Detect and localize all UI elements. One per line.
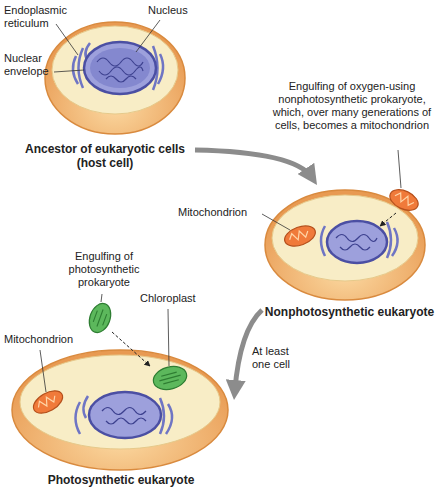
- photosynthetic-cell: [12, 350, 228, 470]
- leader-line: [136, 20, 160, 52]
- prokaryote-body: [387, 186, 422, 215]
- leader-line: [101, 294, 102, 302]
- engulfing-arrow: [380, 213, 396, 226]
- cell-node: Photosynthetic eukaryote: [8, 345, 234, 491]
- chromatin: [97, 58, 143, 82]
- cell-node: Nonphotosynthetic eukaryote: [262, 185, 437, 323]
- nucleus: [84, 42, 156, 94]
- leader-line: [398, 150, 401, 188]
- nucleus: [327, 221, 387, 263]
- leader-line: [54, 70, 84, 72]
- part-label: Nuclear envelope: [4, 52, 56, 78]
- leader-line: [56, 24, 78, 55]
- part-label: Engulfing of photosynthetic prokaryote: [48, 250, 160, 289]
- leader-line: [40, 350, 46, 392]
- part-label: Nucleus: [148, 4, 208, 17]
- leader-line: [168, 309, 169, 366]
- cell-caption: Nonphotosynthetic eukaryote: [262, 305, 437, 319]
- cell-caption: Ancestor of eukaryotic cells (host cell): [15, 142, 195, 170]
- cell-shell: [12, 350, 228, 470]
- cristae: [288, 228, 310, 242]
- cell-shell: [45, 22, 185, 134]
- prokaryote-body: [85, 300, 114, 335]
- mitochondrion-body: [282, 222, 318, 250]
- cell-interior: [52, 26, 178, 114]
- part-label: Mitochondrion: [4, 333, 84, 346]
- leader-line: [262, 214, 290, 230]
- host-cell: [45, 22, 185, 134]
- mitochondrion-body: [30, 386, 67, 418]
- chromatin: [336, 235, 377, 251]
- nucleoplasm: [90, 48, 150, 88]
- chloroplast-body: [151, 363, 190, 393]
- chloroplast: [151, 363, 190, 393]
- part-label: Mitochondrion: [178, 206, 258, 219]
- transition-arrow: [195, 150, 312, 178]
- nucleus: [89, 392, 161, 438]
- thylakoids: [158, 371, 181, 384]
- cell-interior: [20, 355, 220, 449]
- mitochondrion: [30, 386, 67, 418]
- thylakoids: [92, 308, 108, 328]
- engulfing-arrow: [112, 332, 150, 366]
- cell-node: Ancestor of eukaryotic cells (host cell): [15, 20, 195, 174]
- part-label: Endoplasmic reticulum: [4, 4, 74, 30]
- part-label: Engulfing of oxygen-using nonphotosynthe…: [268, 80, 436, 132]
- cristae: [394, 191, 416, 207]
- edge-label: At least one cell: [252, 345, 304, 371]
- cell-caption: Photosynthetic eukaryote: [8, 473, 234, 487]
- mitochondrion: [282, 222, 318, 250]
- chromatin: [102, 408, 146, 425]
- cristae: [36, 393, 57, 410]
- part-label: Chloroplast: [140, 292, 220, 305]
- photosynthetic-prokaryote: [85, 300, 114, 335]
- engulfed-prokaryote: [387, 186, 422, 215]
- cell-interior: [272, 195, 418, 281]
